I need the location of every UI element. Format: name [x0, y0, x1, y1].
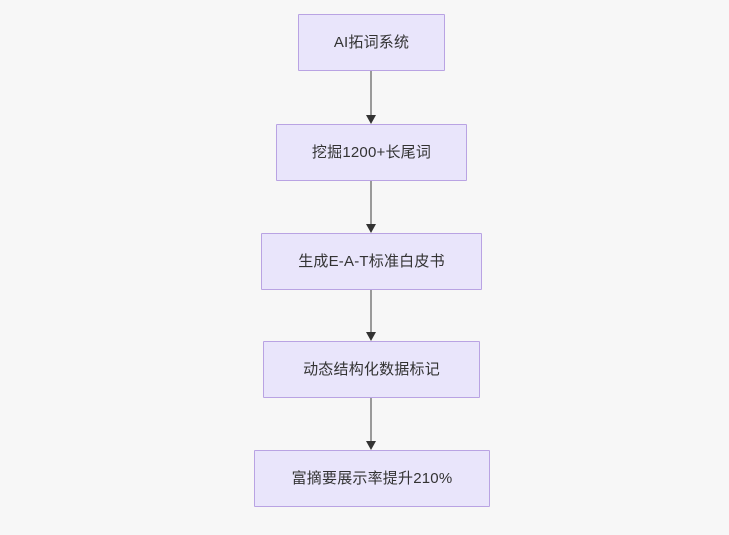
- flow-node-eat-whitepaper[interactable]: 生成E-A-T标准白皮书: [261, 233, 482, 290]
- arrowhead-icon: [366, 441, 376, 450]
- flow-node-ai-keyword-system[interactable]: AI拓词系统: [298, 14, 445, 71]
- flow-node-structured-data-markup[interactable]: 动态结构化数据标记: [263, 341, 480, 398]
- connector-line: [370, 71, 372, 116]
- flow-node-label: 生成E-A-T标准白皮书: [298, 252, 445, 270]
- flow-node-label: 动态结构化数据标记: [303, 360, 440, 378]
- flow-node-label: AI拓词系统: [333, 33, 410, 51]
- connector-line: [370, 290, 372, 333]
- flow-node-longtail-mining[interactable]: 挖掘1200+长尾词: [276, 124, 467, 181]
- arrowhead-icon: [366, 115, 376, 124]
- flow-node-label: 富摘要展示率提升210%: [291, 469, 453, 487]
- connector-node4-node5: [365, 398, 377, 450]
- flow-node-label: 挖掘1200+长尾词: [311, 143, 432, 161]
- connector-line: [370, 398, 372, 442]
- connector-node3-node4: [365, 290, 377, 341]
- arrowhead-icon: [366, 332, 376, 341]
- connector-node2-node3: [365, 181, 377, 233]
- connector-node1-node2: [365, 71, 377, 124]
- connector-line: [370, 181, 372, 225]
- arrowhead-icon: [366, 224, 376, 233]
- flow-node-rich-snippet-result[interactable]: 富摘要展示率提升210%: [254, 450, 490, 507]
